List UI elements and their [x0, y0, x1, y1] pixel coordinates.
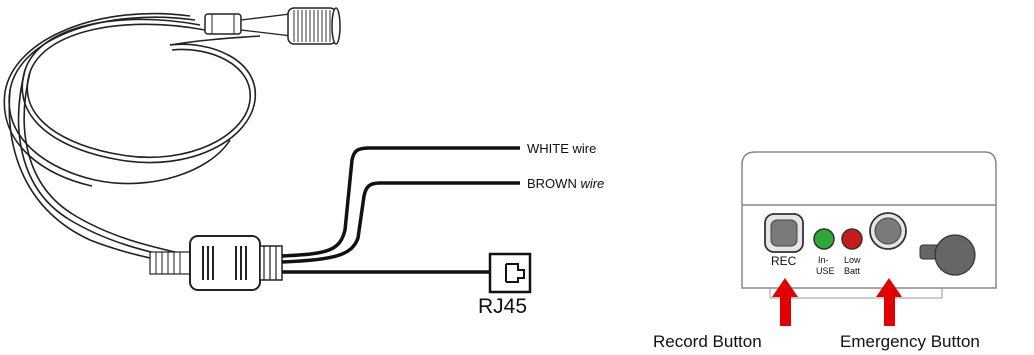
circular-connector-plug: [204, 7, 341, 45]
callouts: Record Button Emergency Button: [653, 278, 980, 351]
in-use-label: In-: [818, 255, 829, 265]
rj45-connector: [488, 252, 532, 294]
device-panel: REC In- USE Low Batt: [741, 151, 997, 299]
emergency-button[interactable]: [869, 212, 907, 250]
emergency-button-arrow: [876, 278, 902, 326]
wire-leads: [281, 146, 520, 274]
emergency-button-label: Emergency Button: [840, 332, 980, 351]
low-batt-label-line2: Batt: [844, 266, 861, 276]
coiled-cable: [3, 12, 261, 266]
connector-port: [919, 234, 976, 276]
low-batt-label: Low: [844, 255, 861, 265]
cable-assembly: WHITE wire BROWN wire RJ45: [3, 7, 604, 318]
in-use-label-line2: USE: [816, 266, 835, 276]
record-button-arrow: [772, 278, 798, 326]
record-button[interactable]: [764, 213, 804, 253]
white-wire-label: WHITE wire: [527, 141, 596, 156]
low-batt-led: [841, 228, 863, 250]
record-button-label: Record Button: [653, 332, 762, 351]
in-use-led: [813, 228, 835, 250]
rj45-label: RJ45: [478, 295, 527, 318]
rec-label: REC: [771, 254, 797, 268]
brown-wire-label: BROWN wire: [527, 176, 604, 191]
junction-box: [149, 235, 283, 291]
